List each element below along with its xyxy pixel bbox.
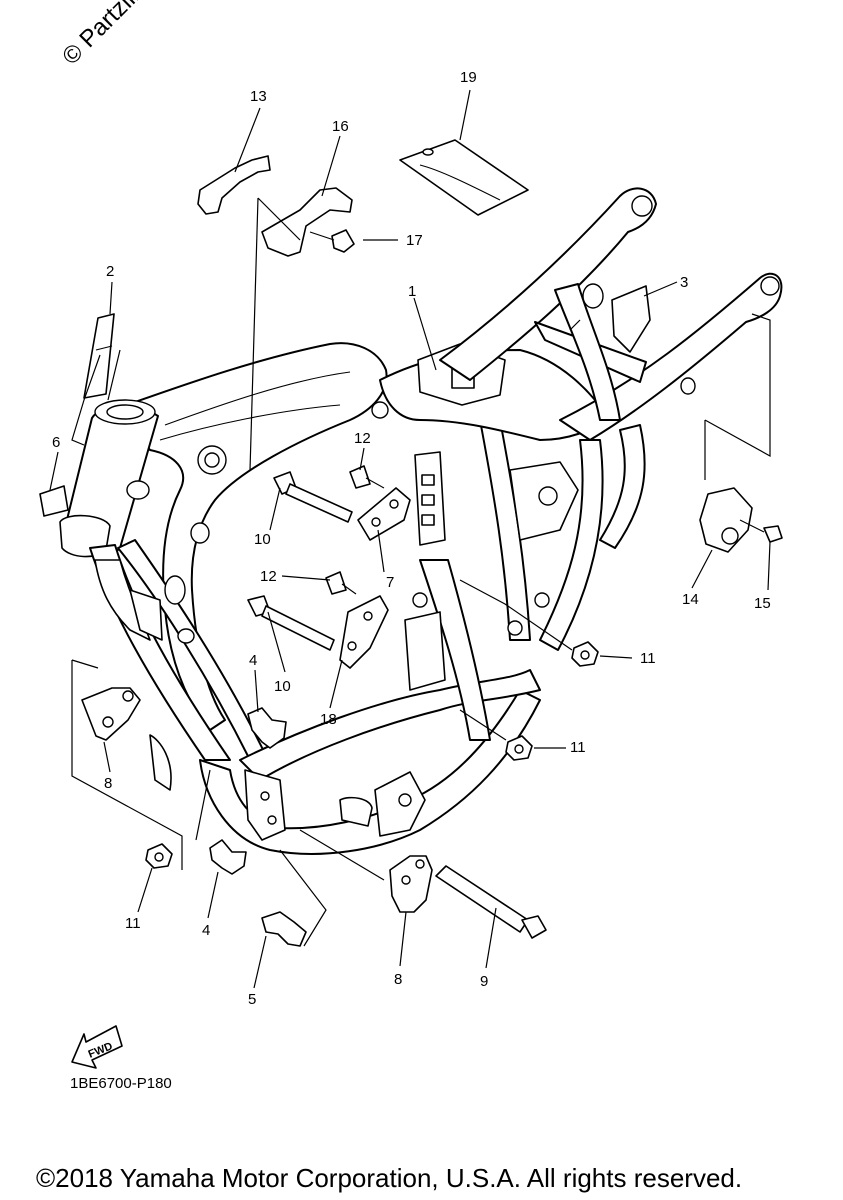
callout-17: 17 bbox=[406, 232, 423, 249]
leader-lines bbox=[49, 89, 771, 989]
part-6-cap[interactable] bbox=[39, 485, 69, 517]
part-8-plate-lower[interactable] bbox=[389, 855, 433, 913]
callout-19: 19 bbox=[460, 69, 477, 86]
part-3-plate[interactable] bbox=[611, 285, 651, 353]
main-frame[interactable] bbox=[59, 187, 783, 855]
part-12-bolt-upper[interactable] bbox=[349, 465, 385, 489]
callout-2: 2 bbox=[106, 263, 114, 280]
part-12-bolt-lower[interactable] bbox=[325, 571, 357, 595]
diagram-code: 1BE6700-P180 bbox=[70, 1075, 172, 1092]
copyright-text: ©2018 Yamaha Motor Corporation, U.S.A. A… bbox=[36, 1163, 742, 1193]
part-14-bracket[interactable] bbox=[699, 487, 753, 553]
callout-16: 16 bbox=[332, 118, 349, 135]
part-19-pad[interactable] bbox=[399, 139, 529, 216]
callout-7: 7 bbox=[386, 574, 394, 591]
callout-8b: 8 bbox=[394, 971, 402, 988]
part-11-nut-left[interactable] bbox=[145, 843, 173, 869]
callout-10a: 10 bbox=[254, 531, 271, 548]
part-18-plate[interactable] bbox=[339, 595, 389, 669]
callout-11c: 11 bbox=[125, 915, 141, 932]
callout-10b: 10 bbox=[274, 678, 291, 695]
part-13-bracket[interactable] bbox=[197, 155, 271, 215]
callout-15: 15 bbox=[754, 595, 771, 612]
callout-11b: 11 bbox=[570, 739, 586, 756]
watermark-text: © Partzilla bbox=[57, 0, 154, 70]
callout-11a: 11 bbox=[640, 650, 656, 667]
callout-14: 14 bbox=[682, 591, 699, 608]
callout-6: 6 bbox=[52, 434, 60, 451]
part-11-nut-right-upper[interactable] bbox=[571, 641, 599, 667]
callout-1: 1 bbox=[408, 283, 416, 300]
part-16-bracket[interactable] bbox=[261, 187, 353, 257]
part-4-clamp-lower[interactable] bbox=[209, 839, 247, 875]
fwd-arrow-icon: FWD bbox=[71, 1025, 123, 1069]
part-15-bolt[interactable] bbox=[739, 519, 783, 543]
part-10-bolt-lower[interactable] bbox=[247, 595, 335, 651]
callout-5: 5 bbox=[248, 991, 256, 1008]
part-11-nut-right-lower[interactable] bbox=[505, 735, 533, 761]
callout-3: 3 bbox=[680, 274, 688, 291]
callout-18: 18 bbox=[320, 711, 337, 728]
part-2-emblem[interactable] bbox=[83, 313, 115, 399]
callout-labels: 1 2 3 4 4 5 6 7 8 8 9 10 10 11 11 11 12 … bbox=[52, 69, 771, 1008]
callout-9: 9 bbox=[480, 973, 488, 990]
part-5-clamp[interactable] bbox=[261, 911, 307, 947]
part-17-bolt[interactable] bbox=[309, 229, 355, 253]
part-4-clamp-upper[interactable] bbox=[247, 707, 287, 749]
callout-12b: 12 bbox=[260, 568, 277, 585]
callout-4b: 4 bbox=[202, 922, 210, 939]
callout-13: 13 bbox=[250, 88, 267, 105]
part-9-bolt[interactable] bbox=[435, 865, 547, 939]
assembly-lines bbox=[71, 197, 771, 947]
part-10-bolt-upper[interactable] bbox=[273, 471, 353, 523]
callout-12a: 12 bbox=[354, 430, 371, 447]
callout-4a: 4 bbox=[249, 652, 257, 669]
callout-8a: 8 bbox=[104, 775, 112, 792]
part-7-plate[interactable] bbox=[357, 487, 411, 541]
